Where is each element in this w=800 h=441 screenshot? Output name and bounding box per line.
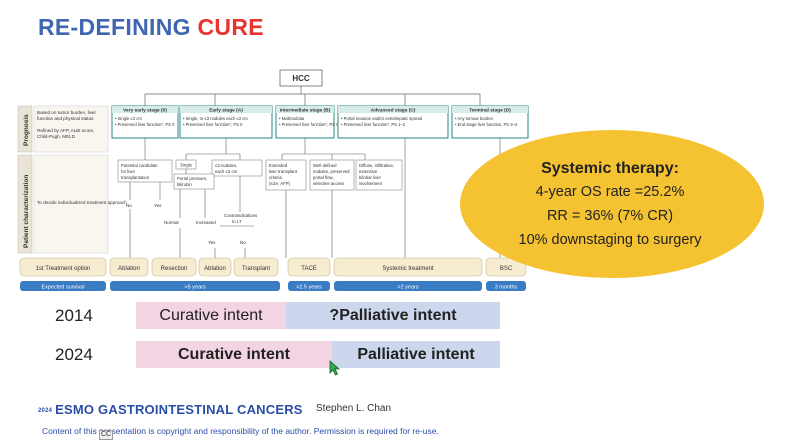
treatment-ablation-2-label: Ablation bbox=[204, 266, 226, 272]
increased-label: Increased bbox=[196, 220, 216, 225]
stage-0-box: Very early stage (0) • Single ≤2 cm • Pr… bbox=[111, 105, 179, 139]
three-nodules-box bbox=[211, 159, 263, 177]
intent-2024-palliative: Palliative intent bbox=[332, 341, 500, 368]
no-label-2: No bbox=[240, 240, 246, 245]
stage-c-line-1: • Portal invasion and/or extrahepatic sp… bbox=[341, 116, 423, 121]
os-rate-text: 4-year OS rate =25.2% bbox=[535, 184, 685, 200]
potential-candidate-text: Potential candidate for liver transplant… bbox=[121, 163, 159, 180]
slide-title: RE-DEFINING CURE bbox=[38, 14, 264, 41]
characterization-row-tab bbox=[17, 154, 33, 254]
intent-2024-curative: Curative intent bbox=[136, 341, 332, 368]
extended-criteria-text: Extended liver transplant criteria (size… bbox=[269, 163, 298, 186]
logo-text: ESMO GASTROINTESTINAL CANCERS bbox=[55, 402, 303, 417]
characterization-row-label: Patient characterization bbox=[23, 175, 30, 248]
stage-c-line-2: • Preserved liver function*, PS 1–2 bbox=[341, 122, 406, 127]
year-2014: 2014 bbox=[55, 306, 93, 325]
treatment-label: 1st Treatment option bbox=[36, 266, 91, 272]
well-defined-text: Well defined nodules, preserved portal f… bbox=[313, 163, 351, 186]
potential-candidate-box bbox=[117, 159, 173, 183]
stage-d-line-1: • Any tumour burden bbox=[455, 116, 494, 121]
stage-b-line-1: • Multinodular bbox=[279, 116, 305, 121]
survival-label-bar bbox=[20, 281, 106, 291]
prognosis-row-tab bbox=[17, 105, 33, 153]
treatment-transplant bbox=[233, 257, 279, 277]
stage-c-box: Advanced stage (C) • Portal invasion and… bbox=[337, 105, 449, 139]
stage-d-name: Terminal stage (D) bbox=[469, 108, 511, 114]
stage-a-name: Early stage (A) bbox=[209, 108, 243, 114]
treatment-bsc-label: BSC bbox=[500, 266, 513, 272]
yes-label-1: Yes bbox=[154, 203, 162, 208]
stage-a-line-1: • Single, or ≤3 nodules each ≤3 cm bbox=[183, 116, 248, 121]
year-2024: 2024 bbox=[55, 345, 93, 364]
treatment-resection bbox=[151, 257, 197, 277]
systemic-therapy-ellipse bbox=[460, 130, 764, 278]
extended-criteria-box bbox=[265, 159, 307, 191]
prognosis-row-label: Prognosis bbox=[23, 114, 30, 146]
prognosis-note-box bbox=[33, 105, 109, 153]
survival-2y-bar bbox=[334, 281, 482, 291]
intent-2014-palliative: ?Palliative intent bbox=[286, 302, 500, 329]
stage-b-line-2: • Preserved liver function*, PS 0 bbox=[279, 122, 339, 127]
systemic-therapy-title: Systemic therapy: bbox=[541, 160, 679, 177]
survival-3m: 3 months bbox=[495, 285, 518, 291]
survival-label: Expected survival bbox=[41, 285, 84, 291]
stage-a-box: Early stage (A) • Single, or ≤3 nodules … bbox=[179, 105, 273, 139]
stage-0-line-1: • Single ≤2 cm bbox=[115, 116, 142, 121]
yes-label-2: Yes bbox=[208, 240, 216, 245]
characterization-note-box bbox=[33, 154, 109, 254]
stage-0-name: Very early stage (0) bbox=[123, 108, 167, 114]
logo-year: 2024 bbox=[38, 407, 53, 414]
treatment-label-box bbox=[19, 257, 107, 277]
closed-captions-icon[interactable]: CC bbox=[99, 430, 114, 440]
well-defined-box bbox=[309, 159, 355, 191]
left-note-3: To decide individualized treatment appro… bbox=[37, 200, 127, 205]
treatment-bsc bbox=[485, 257, 527, 277]
treatment-tace bbox=[287, 257, 331, 277]
response-rate-text: RR = 36% (7% CR) bbox=[546, 208, 674, 224]
contraindications-text: Contraindications to LT bbox=[224, 213, 258, 224]
treatment-ablation-1 bbox=[109, 257, 149, 277]
stage-b-box: Intermediate stage (B) • Multinodular • … bbox=[275, 105, 339, 139]
survival-2y: >2 years bbox=[397, 285, 418, 291]
treatment-systemic-label: Systemic treatment bbox=[382, 266, 434, 272]
downstaging-text: 10% downstaging to surgery bbox=[518, 232, 702, 248]
portal-pressure-box bbox=[173, 173, 215, 190]
hcc-root-label: HCC bbox=[292, 74, 310, 83]
stage-d-line-2: • End stage liver function, PS 3–4 bbox=[455, 122, 518, 127]
stage-d-box: Terminal stage (D) • Any tumour burden •… bbox=[451, 105, 529, 139]
copyright-disclaimer: Content of this presentation is copyrigh… bbox=[42, 426, 439, 436]
diffuse-box bbox=[355, 159, 403, 191]
mouse-cursor-icon bbox=[329, 360, 341, 376]
portal-pressure-text: Portal pressure, bilirubin bbox=[177, 176, 209, 187]
treatment-ablation-1-label: Ablation bbox=[118, 266, 140, 272]
no-label-1: No bbox=[126, 203, 132, 208]
title-part2: CURE bbox=[197, 14, 264, 40]
stage-a-line-2: • Preserved liver function*, PS 0 bbox=[183, 122, 243, 127]
normal-label: Normal bbox=[164, 220, 179, 225]
stage-c-name: Advanced stage (C) bbox=[371, 108, 416, 114]
survival-2-5y-bar bbox=[288, 281, 330, 291]
diffuse-text: Diffuse, infiltrative, extensive bilobar… bbox=[359, 163, 395, 186]
single-text: Single bbox=[180, 163, 193, 168]
survival-2-5y: >2.5 years bbox=[296, 285, 322, 291]
treatment-transplant-label: Transplant bbox=[242, 266, 270, 272]
treatment-resection-label: Resection bbox=[161, 266, 188, 272]
survival-3m-bar bbox=[486, 281, 526, 291]
treatment-systemic bbox=[333, 257, 483, 277]
survival-5y: >5 years bbox=[184, 285, 205, 291]
stage-0-line-2: • Preserved liver function*, PS 0 bbox=[115, 122, 175, 127]
left-note-2: Refined by AFP, ALBI score, Child-Pugh, … bbox=[37, 128, 96, 139]
treatment-ablation-2 bbox=[198, 257, 232, 277]
survival-5y-bar bbox=[110, 281, 280, 291]
treatment-tace-label: TACE bbox=[301, 266, 317, 272]
three-nodules-text: ≤3 nodules, each ≤3 cm bbox=[215, 163, 238, 174]
left-note-1: Based on tumor burden, liver function an… bbox=[37, 110, 97, 121]
author-name: Stephen L. Chan bbox=[316, 403, 392, 414]
intent-2014-curative: Curative intent bbox=[136, 302, 286, 329]
stage-b-name: Intermediate stage (B) bbox=[280, 108, 331, 114]
title-part1: RE-DEFINING bbox=[38, 14, 198, 40]
